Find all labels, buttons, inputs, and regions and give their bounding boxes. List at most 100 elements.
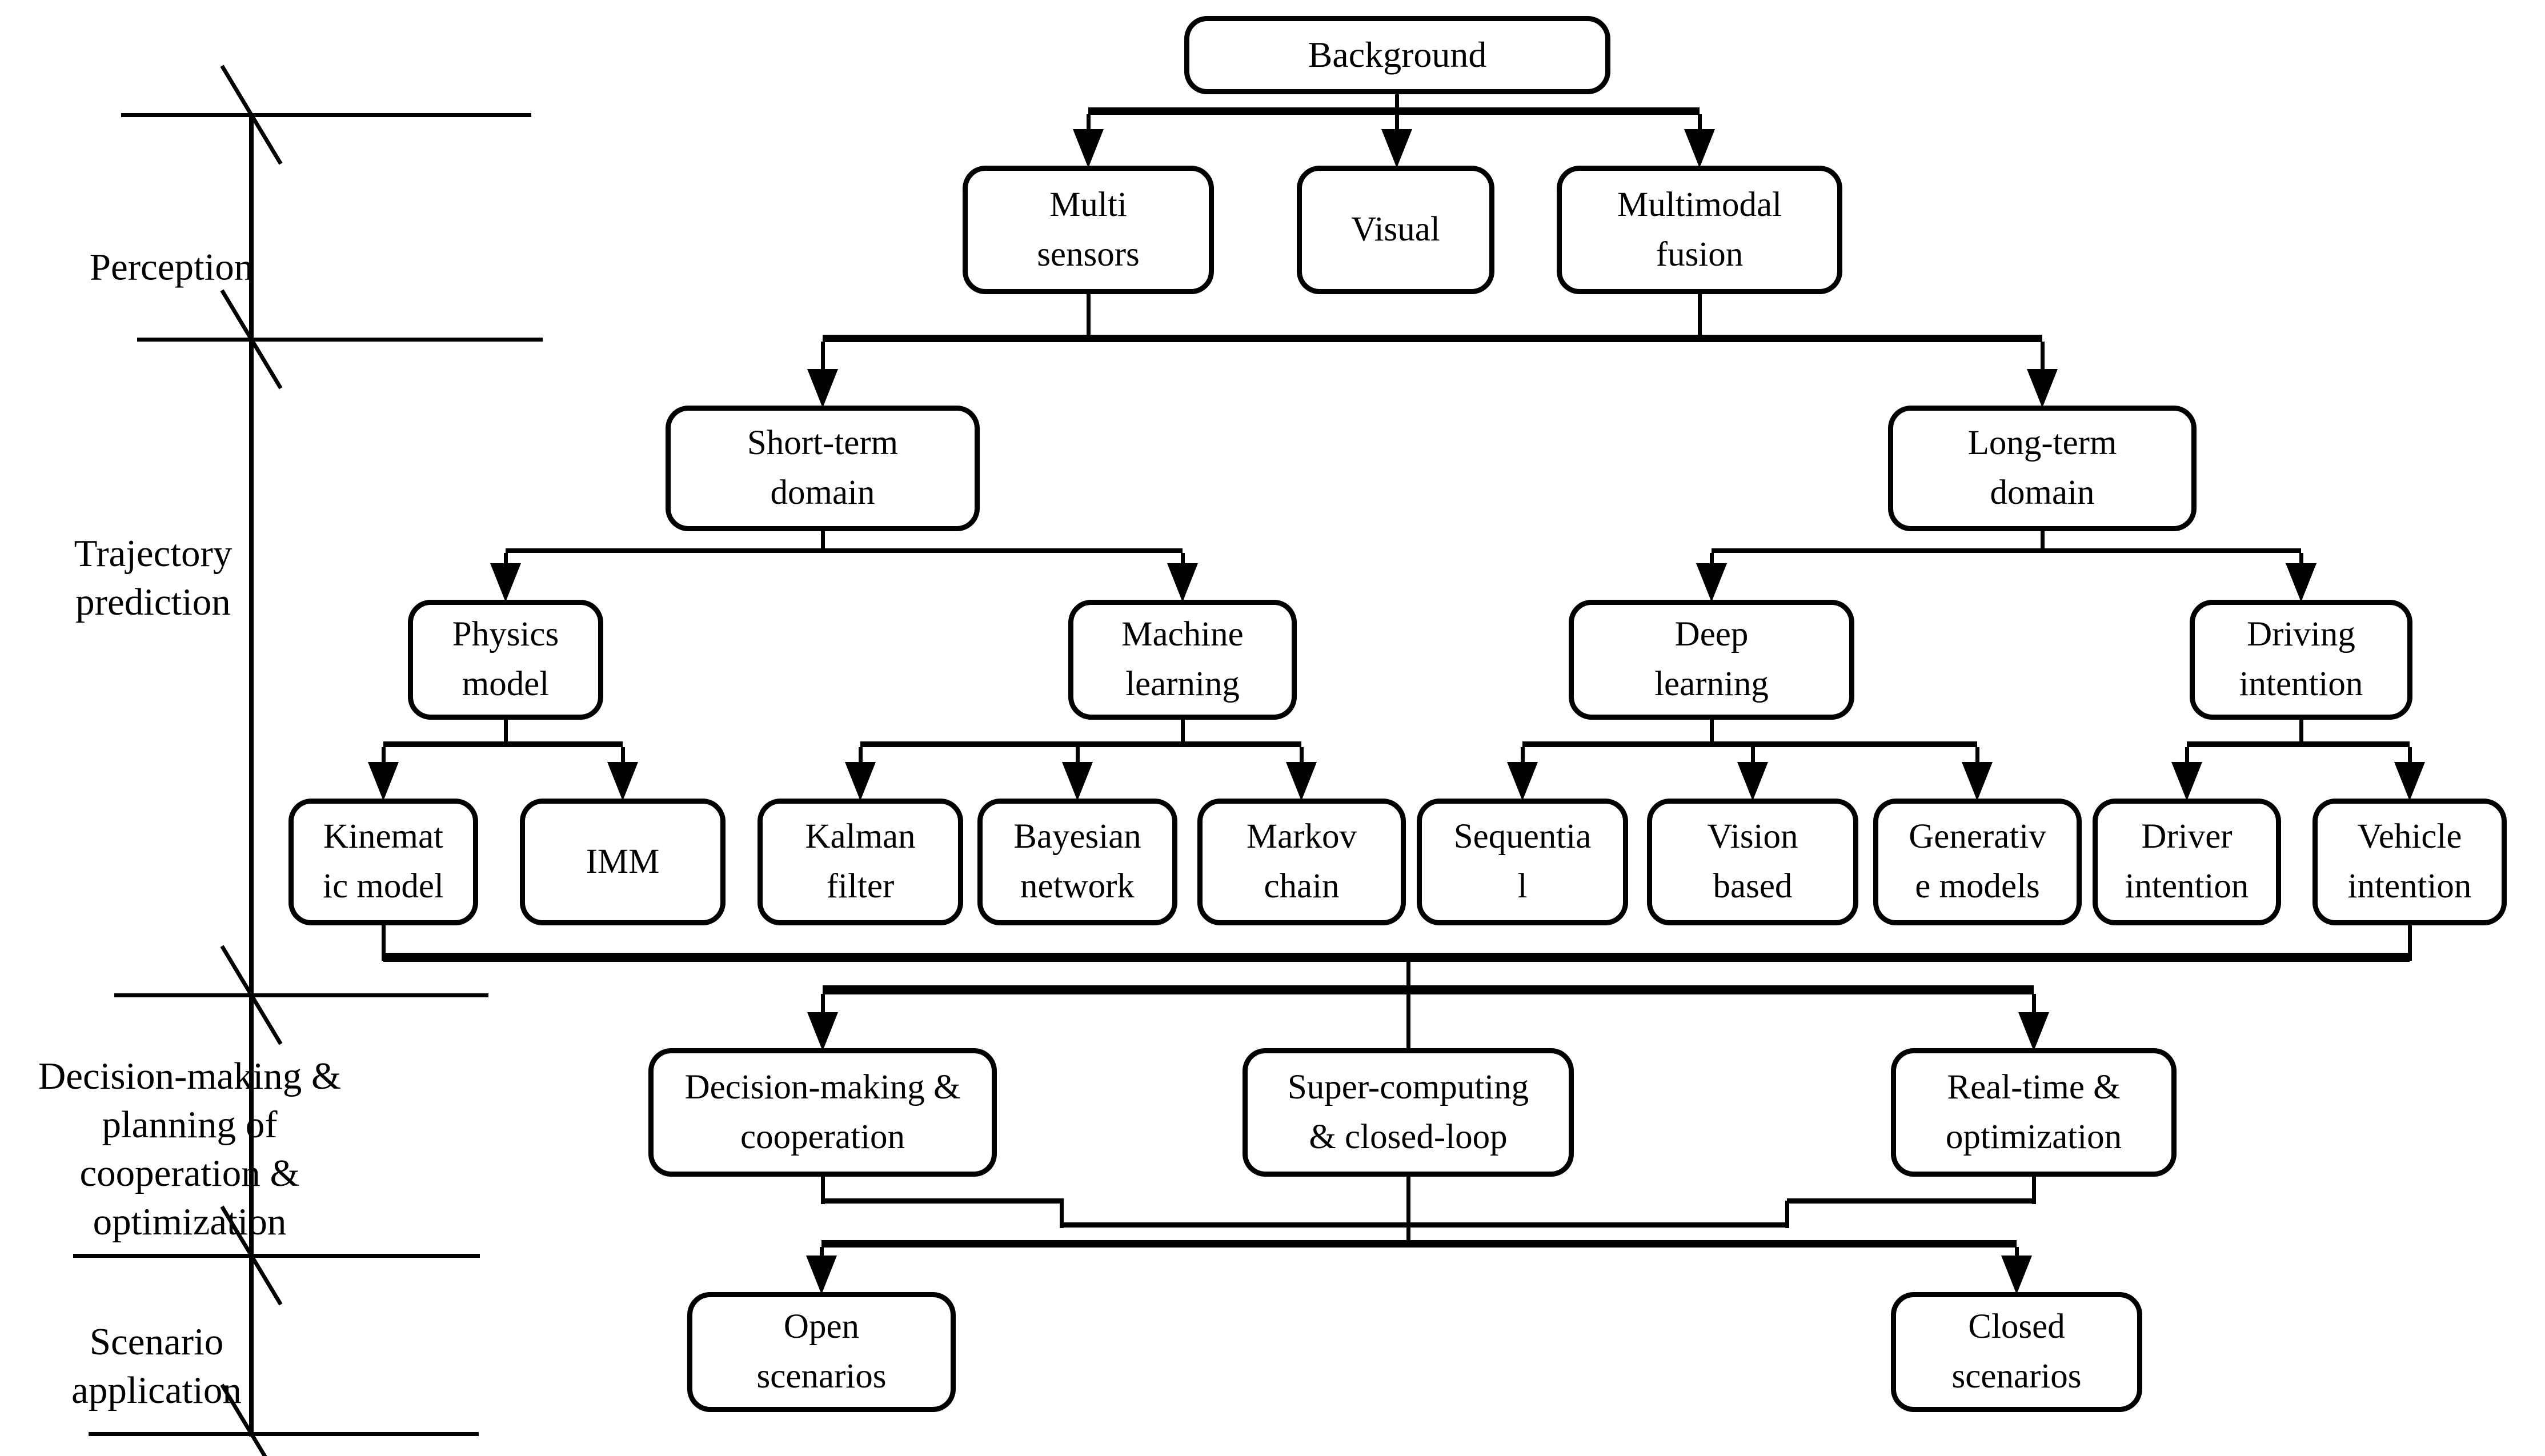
connector-line (2031, 1176, 2036, 1204)
connector-line (2040, 342, 2045, 377)
section-divider-line (73, 1253, 480, 1258)
node-markov-chain: Markov chain (1197, 799, 1406, 925)
connector-line (1406, 1176, 1410, 1247)
node-super-computing-closed-loop: Super-computing & closed-loop (1243, 1048, 1574, 1177)
connector-line (823, 1198, 1064, 1204)
connector-line (1522, 741, 1977, 747)
node-driver-intention: Driver intention (2093, 799, 2281, 925)
arrowhead-down-icon (1286, 762, 1317, 801)
node-long-term-domain: Long-term domain (1888, 406, 2197, 531)
arrowhead-down-icon (2394, 762, 2425, 801)
arrowhead-down-icon (1737, 762, 1768, 801)
connector-line (383, 741, 623, 747)
arrowhead-down-icon (2027, 369, 2058, 408)
section-label-decision-planning: Decision-making & planning of cooperatio… (38, 1054, 342, 1244)
connector-line (1059, 1201, 1064, 1228)
arrowhead-down-icon (807, 369, 838, 408)
connector-line (2299, 720, 2303, 747)
arrowhead-down-icon (845, 762, 876, 801)
connector-line (1406, 961, 1410, 1050)
node-sequential: Sequentia l (1417, 799, 1628, 925)
connector-line (1697, 114, 1702, 137)
connector-line (2040, 531, 2045, 553)
arrowhead-down-icon (607, 762, 638, 801)
arrowhead-down-icon (1381, 129, 1412, 168)
section-divider-line (89, 1431, 479, 1436)
connector-line (1394, 94, 1399, 137)
arrowhead-down-icon (1696, 563, 1727, 602)
node-kinematic-model: Kinemat ic model (288, 799, 478, 925)
node-multimodal-fusion: Multimodal fusion (1557, 166, 1842, 294)
node-open-scenarios: Open scenarios (687, 1292, 956, 1412)
arrowhead-down-icon (2171, 762, 2202, 801)
arrowhead-down-icon (2286, 563, 2316, 602)
arrowhead-down-icon (806, 1256, 837, 1294)
arrowhead-down-icon (1073, 129, 1104, 168)
connector-line (1787, 1198, 2034, 1204)
section-label-trajectory-prediction: Trajectory prediction (74, 532, 233, 623)
connector-line (1086, 294, 1091, 342)
node-driving-intention: Driving intention (2190, 600, 2412, 720)
node-background: Background (1184, 16, 1610, 94)
connector-line (820, 342, 825, 377)
connector-line (1061, 1222, 1789, 1228)
connector-line (2299, 553, 2303, 571)
connector-line (1299, 747, 1304, 768)
connector-line (1086, 114, 1091, 137)
connector-line (1750, 747, 1755, 768)
connector-line (2185, 747, 2189, 768)
connector-line (1520, 747, 1525, 768)
connector-line (2407, 924, 2412, 961)
connector-line (503, 553, 508, 571)
connector-line (1180, 553, 1185, 571)
arrowhead-down-icon (1167, 563, 1198, 602)
connector-line (1709, 720, 1714, 747)
arrowhead-down-icon (2001, 1256, 2032, 1294)
connector-line (620, 747, 625, 768)
node-imm: IMM (520, 799, 726, 925)
node-machine-learning: Machine learning (1068, 600, 1297, 720)
connector-line (2187, 741, 2410, 747)
node-vision-based: Vision based (1647, 799, 1858, 925)
section-label-scenario-application: Scenario application (71, 1320, 242, 1411)
connector-line (1712, 548, 2301, 553)
node-real-time-optimization: Real-time & optimization (1891, 1048, 2177, 1177)
connector-line (506, 548, 1183, 553)
connector-line (820, 994, 825, 1020)
node-visual: Visual (1297, 166, 1494, 294)
section-label-perception: Perception (89, 246, 254, 288)
connector-line (1697, 294, 1702, 342)
connector-line (823, 334, 2042, 342)
connector-line (1709, 553, 1714, 571)
section-divider-line (114, 993, 488, 997)
arrowhead-down-icon (490, 563, 521, 602)
connector-line (503, 720, 508, 747)
connector-line (2014, 1247, 2019, 1264)
connector-line (823, 985, 2034, 994)
arrowhead-down-icon (1684, 129, 1715, 168)
arrowhead-down-icon (807, 1012, 838, 1051)
node-bayesian-network: Bayesian network (977, 799, 1177, 925)
connector-line (1088, 107, 1700, 115)
connector-line (2031, 994, 2036, 1020)
connector-line (858, 747, 863, 768)
connector-line (381, 747, 386, 768)
section-divider-line (121, 113, 531, 117)
arrowhead-down-icon (1962, 762, 1993, 801)
node-deep-learning: Deep learning (1569, 600, 1854, 720)
node-closed-scenarios: Closed scenarios (1891, 1292, 2142, 1412)
node-physics-model: Physics model (408, 600, 603, 720)
connector-line (1180, 720, 1185, 747)
node-generative-models: Generativ e models (1873, 799, 2082, 925)
arrowhead-down-icon (368, 762, 399, 801)
node-kalman-filter: Kalman filter (758, 799, 963, 925)
connector-line (819, 1247, 824, 1264)
connector-line (820, 1176, 825, 1204)
connector-line (1975, 747, 1979, 768)
connector-line (860, 741, 1301, 747)
section-rail-line (249, 115, 254, 1437)
connector-line (1785, 1201, 1789, 1228)
connector-line (820, 531, 825, 553)
node-decision-making-cooperation: Decision-making & cooperation (648, 1048, 997, 1177)
connector-line (2407, 747, 2412, 768)
